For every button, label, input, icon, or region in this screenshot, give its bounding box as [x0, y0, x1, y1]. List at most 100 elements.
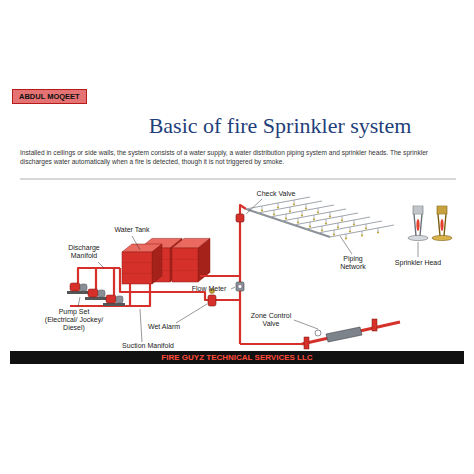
part-label: Sprinkler Head	[386, 259, 450, 267]
head-thread-line	[437, 212, 447, 213]
pump-motor	[70, 283, 80, 291]
leader-line	[231, 287, 235, 289]
head-bulb	[440, 219, 443, 231]
pump-motor	[88, 289, 98, 297]
part-label: Wet Alarm	[140, 323, 188, 331]
sprinkler-dot	[309, 225, 311, 227]
leader-line	[418, 242, 419, 257]
tank-seam	[122, 273, 152, 274]
zone-valve-body	[326, 327, 362, 342]
part-label: Discharge Manifold	[62, 244, 106, 260]
leader-line	[78, 297, 80, 307]
sprinkler-dot	[349, 230, 351, 232]
wet-alarm-valve	[208, 295, 216, 306]
head-deflector	[432, 235, 452, 240]
sprinkler-drop	[262, 206, 263, 210]
part-label: Pump Set (Electrical/ Jockey/ Diesel)	[44, 308, 104, 332]
sprinkler-dot	[301, 214, 303, 216]
pump-body	[116, 296, 123, 303]
sprinkler-dot	[317, 211, 319, 213]
sprinkler-dot	[361, 234, 363, 236]
sprinkler-dot	[261, 209, 263, 211]
branch-pipe	[270, 205, 334, 217]
sprinkler-dot	[289, 210, 291, 212]
head-thread-line	[413, 212, 423, 213]
head-deflector	[408, 235, 428, 240]
pump-base	[85, 297, 107, 300]
sprinkler-dot	[329, 215, 331, 217]
sprinkler-head-icon	[432, 206, 452, 241]
leader-line	[132, 236, 140, 250]
leader-line	[176, 304, 207, 323]
zone-valve-flange	[372, 319, 377, 331]
sprinkler-head-icon	[408, 206, 428, 241]
page-title: Basic of fire Sprinkler system	[110, 113, 450, 139]
sprinkler-drop	[322, 226, 323, 230]
head-thread	[413, 206, 423, 214]
leader-line	[246, 199, 262, 214]
description-text: Installed in ceilings or side walls, the…	[20, 149, 456, 166]
part-label: Check Valve	[248, 190, 304, 198]
head-bulb	[416, 219, 419, 231]
sprinkler-drop	[354, 220, 355, 224]
sprinkler-dot	[321, 229, 323, 231]
company-band: FIRE GUYZ TECHNICAL SERVICES LLC	[10, 351, 464, 364]
node-text: FIRE GUYZ TECHNICAL SERVICES LLC	[14, 353, 460, 362]
sprinkler-dot	[273, 213, 275, 215]
pump-body	[98, 290, 105, 297]
sprinkler-drop	[290, 207, 291, 211]
sprinkler-drop	[338, 223, 339, 227]
zone-pipe	[240, 343, 302, 345]
sprinkler-drop	[350, 227, 351, 231]
leader-line	[140, 309, 142, 342]
leader-line	[98, 262, 104, 268]
sprinkler-drop	[330, 212, 331, 216]
divider-line	[20, 179, 456, 180]
discharge-manifold-pipe	[120, 268, 240, 300]
head-thread-line	[413, 210, 423, 211]
sprinkler-dot	[325, 222, 327, 224]
riser-pipe	[240, 205, 246, 344]
sprinkler-dot	[345, 237, 347, 239]
sprinkler-dot	[297, 221, 299, 223]
suction-manifold-pipe	[70, 284, 150, 306]
sprinkler-drop	[378, 228, 379, 232]
head-thread	[437, 206, 447, 214]
sprinkler-dot	[285, 217, 287, 219]
sprinkler-drop	[278, 203, 279, 207]
sprinkler-drop	[362, 231, 363, 235]
author-tag: ABDUL MOQEET	[12, 89, 87, 104]
branch-pipe	[330, 225, 394, 237]
branch-pipe	[294, 213, 358, 225]
head-frame	[438, 214, 446, 236]
sprinkler-drop	[334, 230, 335, 234]
tank-side	[152, 244, 162, 284]
tank-front	[122, 252, 152, 284]
part-label: Piping Network	[334, 255, 372, 271]
tank-block	[122, 244, 162, 284]
pump-motor	[106, 295, 116, 303]
head-thread-line	[413, 208, 423, 209]
sprinkler-drop	[294, 200, 295, 204]
head-thread-line	[437, 208, 447, 209]
leader-line	[340, 236, 352, 254]
sprinkler-drop	[346, 234, 347, 238]
sprinkler-dot	[313, 218, 315, 220]
sprinkler-drop	[302, 211, 303, 215]
part-label: Flow Meter	[186, 285, 232, 293]
sprinkler-dot	[365, 227, 367, 229]
head-frame	[414, 214, 422, 236]
sprinkler-drop	[366, 224, 367, 228]
sprinkler-dot	[277, 206, 279, 208]
sprinkler-drop	[318, 208, 319, 212]
pump-set	[85, 289, 107, 300]
tank-seam	[172, 259, 198, 260]
sprinkler-drop	[310, 222, 311, 226]
suction-manifold-pipe	[129, 284, 131, 306]
part-label: Suction Manifold	[110, 342, 186, 350]
pump-base	[67, 291, 89, 294]
zone-valve-gauge	[315, 330, 321, 336]
head-thread-line	[437, 210, 447, 211]
